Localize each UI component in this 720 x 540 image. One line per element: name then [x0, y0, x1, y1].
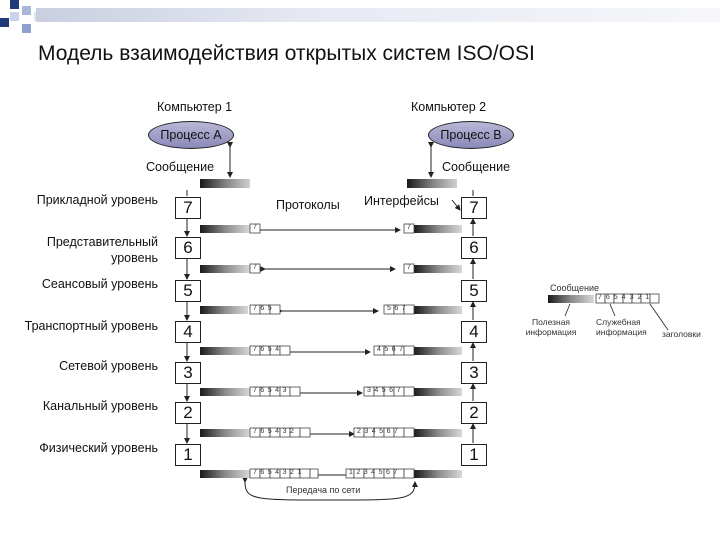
header-digits-row5: 765 — [253, 305, 276, 312]
legend-cell-digits: 7654321 — [598, 294, 654, 301]
legend-useful: Полезная информация — [525, 317, 577, 337]
page-title: Модель взаимодействия открытых систем IS… — [38, 42, 535, 65]
process-a: Процесс А — [148, 121, 234, 149]
deco-square — [22, 6, 31, 15]
top-bar — [36, 8, 720, 22]
computer-1-label: Компьютер 1 — [157, 100, 233, 114]
header-digit: 7 — [407, 224, 411, 231]
level-box-left-7: 7 — [175, 197, 201, 219]
header-digit: 7 — [253, 224, 257, 231]
header-digits-row1: 7654321 — [253, 469, 305, 476]
computer-2-label: Компьютер 2 — [411, 100, 487, 114]
level-name-5: Сеансовый уровень — [41, 277, 158, 291]
header-digits-row1r: 1234567 — [349, 469, 401, 476]
deco-square — [0, 18, 9, 27]
level-box-left-4: 4 — [175, 321, 201, 343]
interfaces-label: Интерфейсы — [364, 194, 439, 208]
header-digits-row2: 765432 — [253, 428, 298, 435]
deco-square — [10, 12, 19, 21]
level-name-7: Прикладной уровень — [36, 193, 158, 207]
legend-service: Служебная информация — [596, 317, 647, 337]
level-name-6: Представительный уровень — [46, 235, 158, 265]
level-box-left-6: 6 — [175, 237, 201, 259]
deco-square — [10, 0, 19, 9]
deco-square — [22, 24, 31, 33]
header-digits-row3: 76543 — [253, 387, 290, 394]
header-digits-row2r: 234567 — [357, 428, 402, 435]
message-label-left: Сообщение — [146, 160, 215, 174]
level-box-right-6: 6 — [461, 237, 487, 259]
level-name-3: Сетевой уровень — [59, 359, 158, 373]
header-digits-row5r: 567 — [387, 305, 410, 312]
level-name-4: Транспортный уровень — [24, 319, 158, 333]
level-box-left-1: 1 — [175, 444, 201, 466]
network-label: Передача по сети — [286, 485, 361, 495]
level-name-2: Канальный уровень — [42, 399, 158, 413]
level-name-1: Физический уровень — [39, 441, 158, 455]
legend-headers: заголовки — [662, 329, 701, 339]
message-bar-right — [407, 179, 457, 188]
legend-message: Сообщение — [550, 283, 599, 293]
protocols-label: Протоколы — [276, 198, 340, 212]
level-box-right-1: 1 — [461, 444, 487, 466]
level-box-left-2: 2 — [175, 402, 201, 424]
message-bar-left — [200, 179, 250, 188]
header-digits-row3r: 34567 — [367, 387, 404, 394]
level-box-left-3: 3 — [175, 362, 201, 384]
header-digits-row4: 7654 — [253, 346, 283, 353]
level-box-left-5: 5 — [175, 280, 201, 302]
header-digits-row4r: 4567 — [377, 346, 407, 353]
message-label-right: Сообщение — [442, 160, 511, 174]
header-digit: 7 — [407, 264, 411, 271]
header-digit: 7 — [253, 264, 257, 271]
process-b: Процесс В — [428, 121, 514, 149]
